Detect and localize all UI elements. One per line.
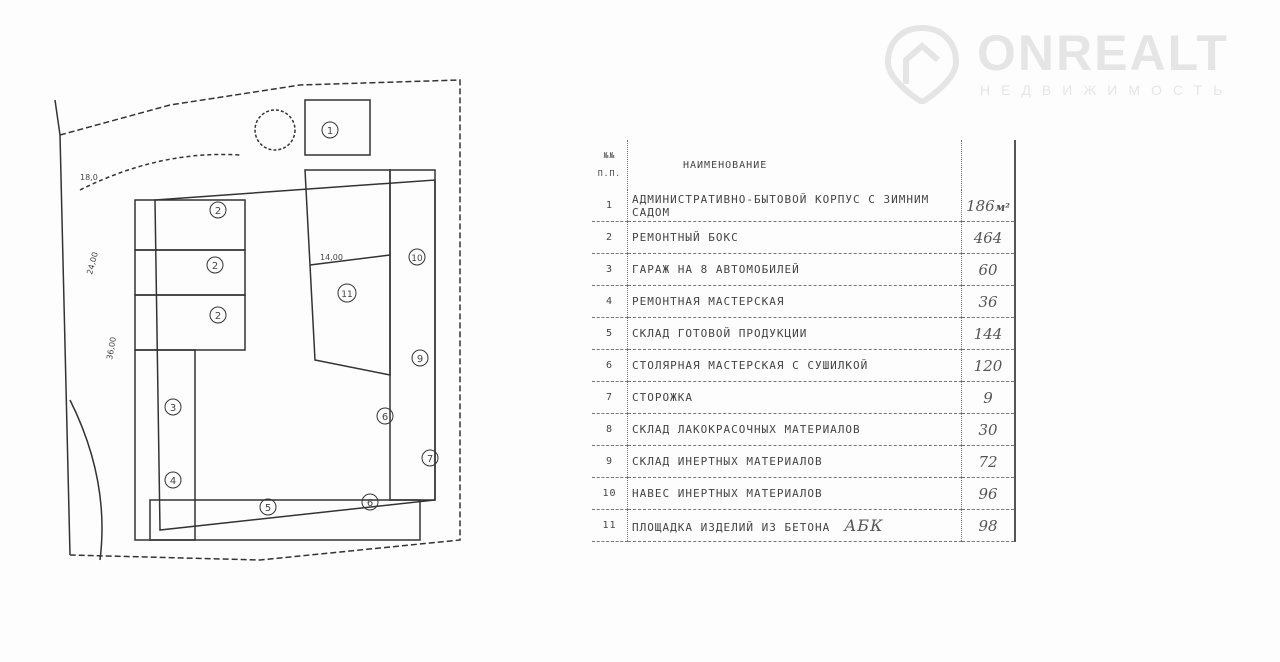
watermark-tagline: НЕДВИЖИМОСТЬ [980, 82, 1234, 98]
row-number: 5 [592, 317, 628, 350]
row-number: 10 [592, 477, 628, 510]
row-value: 186м² [961, 190, 1017, 222]
row-number: 9 [592, 445, 628, 478]
table-row: 6Столярная мастерская с сушилкой120 [592, 349, 1017, 382]
row-name: Навес инертных материалов [627, 477, 963, 510]
table-row: 11 Площадка изделий из бетона АБК 98 [592, 509, 1017, 542]
row-name: Склад лакокрасочных материалов [627, 413, 963, 446]
plan-marker: 3 [170, 403, 176, 414]
row-value: 96 [961, 477, 1017, 510]
onrealt-watermark: ONREALT НЕДВИЖИМОСТЬ [882, 24, 1242, 106]
row-name: Административно-бытовой корпус с зимним … [627, 190, 963, 222]
dimension-label: 18,0 [80, 173, 98, 182]
row-value: 98 [961, 509, 1017, 542]
plan-marker: 2 [212, 261, 218, 272]
row-name: Ремонтная мастерская [627, 285, 963, 318]
plan-marker: 7 [427, 454, 433, 465]
unit-label: м² [994, 200, 1010, 214]
explication-table: №№ п.п. Наименование 1Административно-бы… [592, 140, 1017, 542]
row-name: Сторожка [627, 381, 963, 414]
row-value: 120 [961, 349, 1017, 382]
row-number: 11 [592, 509, 628, 542]
row-number: 1 [592, 190, 628, 222]
row-number: 2 [592, 221, 628, 254]
plan-marker: 10 [411, 254, 423, 264]
header-number: №№ п.п. [592, 140, 628, 190]
row-value-text: 186 [966, 196, 995, 215]
row-name: Гараж на 8 автомобилей [627, 253, 963, 286]
row-value: 36 [961, 285, 1017, 318]
dimension-label: 14,00 [320, 253, 343, 262]
house-pin-icon [884, 24, 960, 106]
header-value [961, 140, 1017, 190]
site-boundary [54, 79, 461, 561]
table-row: 3Гараж на 8 автомобилей60 [592, 253, 1017, 286]
row-number: 7 [592, 381, 628, 414]
row-number: 4 [592, 285, 628, 318]
plan-marker: 1 [327, 126, 333, 137]
row-value: 144 [961, 317, 1017, 350]
plan-markers: 1 2 2 2 3 4 5 6 6 7 9 10 11 [164, 121, 439, 516]
row-value: 9 [961, 381, 1017, 414]
plan-marker: 6 [382, 412, 388, 423]
row-number: 6 [592, 349, 628, 382]
row-value: 72 [961, 445, 1017, 478]
dimension-label: 36,00 [105, 336, 118, 360]
plan-marker: 5 [265, 503, 271, 514]
buildings [134, 99, 436, 541]
site-plan-drawing: 1 2 2 2 3 4 5 6 6 7 9 10 11 14,00 36,00 … [54, 79, 461, 561]
row-value: 60 [961, 253, 1017, 286]
row-name: Ремонтный бокс [627, 221, 963, 254]
table-row: 5Склад готовой продукции144 [592, 317, 1017, 350]
row-name: Склад инертных материалов [627, 445, 963, 478]
table-row: 7Сторожка9 [592, 381, 1017, 414]
table-row: 1Административно-бытовой корпус с зимним… [592, 190, 1017, 222]
plan-marker: 2 [215, 311, 221, 322]
watermark-brand: ONREALT [977, 25, 1229, 81]
table-row: 9Склад инертных материалов72 [592, 445, 1017, 478]
row-name: Склад готовой продукции [627, 317, 963, 350]
row-value: 464 [961, 221, 1017, 254]
plan-marker: 9 [417, 354, 423, 365]
row-number: 3 [592, 253, 628, 286]
table-row: 2Ремонтный бокс464 [592, 221, 1017, 254]
table-row: 10Навес инертных материалов96 [592, 477, 1017, 510]
dimension-label: 24,00 [85, 251, 100, 275]
plan-marker: 2 [215, 206, 221, 217]
table-row: 8Склад лакокрасочных материалов30 [592, 413, 1017, 446]
handwritten-note: АБК [844, 516, 884, 535]
row-name-text: Площадка изделий из бетона [632, 521, 831, 534]
table-row: 4Ремонтная мастерская36 [592, 285, 1017, 318]
header-name: Наименование [627, 140, 963, 190]
row-number: 8 [592, 413, 628, 446]
row-name-text: Административно-бытовой корпус с зимним … [632, 192, 930, 219]
table-header: №№ п.п. Наименование [592, 140, 1017, 190]
row-name: Площадка изделий из бетона АБК [627, 509, 963, 542]
row-name: Столярная мастерская с сушилкой [627, 349, 963, 382]
plan-marker: 11 [341, 290, 352, 300]
row-value: 30 [961, 413, 1017, 446]
plan-marker: 6 [367, 498, 373, 509]
plan-marker: 4 [170, 476, 176, 487]
